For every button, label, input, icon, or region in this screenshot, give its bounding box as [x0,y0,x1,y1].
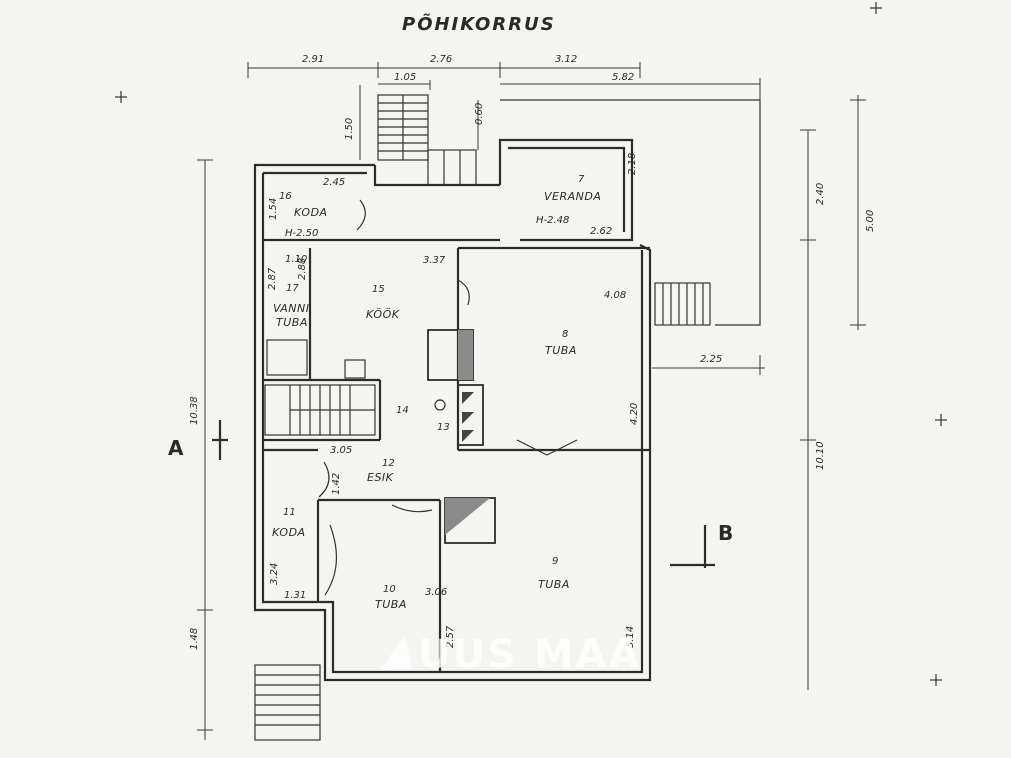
exterior-walls [253,138,652,682]
bottom-stairs [254,664,321,741]
watermark: UUS MAA [418,632,641,678]
room-17-size: 1.10 [285,254,307,265]
dim-stair-gap: 0.60 [474,103,485,125]
room-9-name: TUBA [538,578,570,591]
door-swings [318,199,578,596]
room-15-name: KÖÖK [366,308,400,321]
room-8-size: 4.08 [604,290,626,301]
room-labels: 16 KODA 2.45 H-2.50 7 VERANDA H-2.48 2.6… [272,174,626,611]
dim-top-2: 2.76 [430,54,452,65]
section-mark-b: B [670,521,733,568]
room-12-name: ESIK [367,471,394,484]
inner-dimensions: 1.54 2.87 2.88 3.37 4.20 1.42 3.24 2.57 … [267,153,640,648]
dim-kook-side: 2.88 [297,258,308,280]
dim-stair-top: 1.50 [344,118,355,140]
dim-esik-side: 1.42 [331,473,342,495]
section-mark-a: A [168,420,228,460]
dim-right-b: 5.00 [865,210,876,232]
room-14-number: 14 [396,405,409,416]
dim-koda16-side: 1.54 [268,198,279,220]
room-16-number: 16 [279,191,292,202]
dim-porch: 2.25 [700,354,722,365]
room-16-height: H-2.50 [285,228,318,239]
interior-stair [264,384,376,436]
room-11-number: 11 [283,507,296,518]
interior-walls [263,238,650,672]
room-16-name: KODA [294,206,328,219]
room-11-name: KODA [272,526,306,539]
room-17-name-2: TUBA [276,316,308,329]
dim-top-3: 3.12 [555,54,577,65]
dim-right-a: 2.40 [815,183,826,205]
dim-veranda-depth: 2.18 [627,153,638,175]
bath-fixtures [266,339,446,411]
crop-marks [115,2,947,686]
dim-kook-width: 3.37 [423,255,446,266]
room-7-number: 7 [578,174,585,185]
room-13-number: 13 [437,422,450,433]
room-16-size: 2.45 [323,177,345,188]
watermark-logo-icon [380,635,412,670]
stoves [427,329,496,544]
dim-left-porch: 1.48 [189,628,200,650]
veranda-terrace [500,99,761,326]
room-9-number: 9 [552,556,558,567]
room-8-number: 8 [562,329,568,340]
room-7-height: H-2.48 [536,215,569,226]
dim-top-5: 1.05 [394,72,416,83]
room-15-number: 15 [372,284,385,295]
dim-top-4: 5.82 [612,72,634,83]
room-8-name: TUBA [545,344,577,357]
room-12-number: 12 [382,458,395,469]
room-7-size: 2.62 [590,226,612,237]
dim-top-1: 2.91 [302,54,324,65]
top-stairs [377,94,477,186]
dim-vanni-side: 2.87 [267,267,278,290]
section-a-label: A [168,436,184,460]
room-10-name: TUBA [375,598,407,611]
right-dimensions [652,95,866,690]
dim-tuba10-side: 2.57 [445,625,456,648]
dim-left-total: 10.38 [189,396,200,425]
left-dimensions [197,85,479,740]
section-b-label: B [718,521,733,545]
plan-title: PÕHIKORRUS [402,12,556,35]
dim-right-c: 10.10 [815,441,826,470]
room-10-number: 10 [383,584,396,595]
room-17-number: 17 [286,283,299,294]
right-stairs [654,282,711,326]
room-17-name-1: VANNI [273,302,310,315]
dim-koda11-side: 3.24 [269,563,280,585]
dim-tuba8-side: 4.20 [629,403,640,425]
room-7-name: VERANDA [544,190,601,203]
room-10-size: 3.06 [425,587,447,598]
dim-tuba9-side: 5.14 [625,626,636,648]
top-dimensions [247,62,761,100]
room-12-size: 3.05 [330,445,352,456]
room-11-size: 1.31 [284,590,306,601]
